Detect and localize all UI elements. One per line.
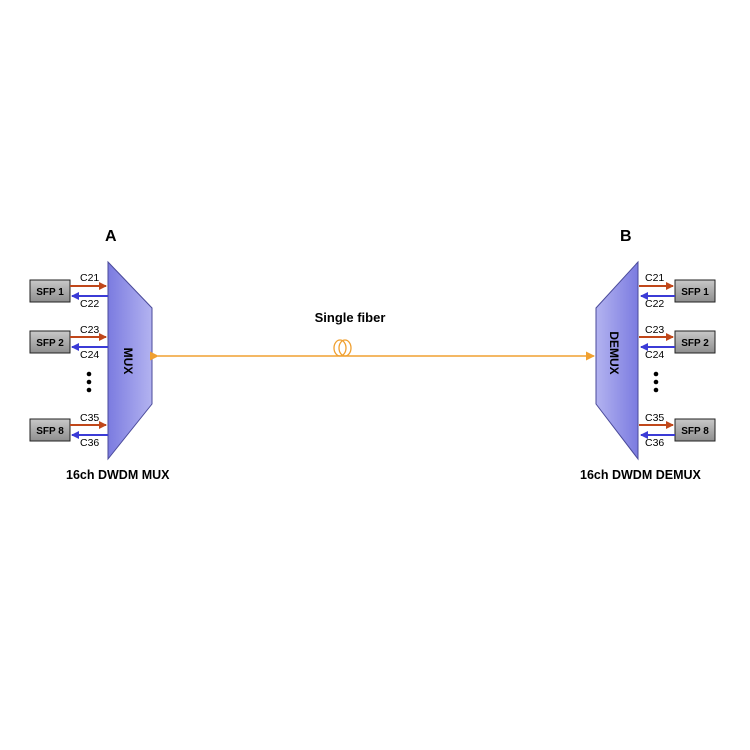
fiber-coil-icon: [333, 339, 352, 357]
site-b-caption: 16ch DWDM DEMUX: [580, 468, 702, 482]
site-a-sfp-2-label: SFP 2: [36, 338, 64, 349]
site-b-sfp-2-label: SFP 2: [681, 338, 709, 349]
site-b-ch-c21: C21: [645, 272, 664, 284]
demux-device: [595, 260, 639, 461]
site-a-caption: 16ch DWDM MUX: [66, 468, 170, 482]
site-b-ch-c23: C23: [645, 324, 664, 336]
site-a-ellipsis: [86, 371, 92, 393]
site-b-ch-c35: C35: [645, 412, 664, 424]
site-b-sfp-8: [674, 418, 716, 442]
site-a-ch-c35: C35: [80, 412, 99, 424]
site-a-sfp-2: [29, 330, 71, 354]
site-b-ch-c24: C24: [645, 349, 664, 361]
site-b-sfp-1-label: SFP 1: [681, 287, 709, 298]
site-b-label: B: [620, 228, 632, 245]
site-a-ch-c36: C36: [80, 437, 99, 449]
mux-label: MUX: [121, 348, 135, 375]
site-b-sfp-1: [674, 279, 716, 303]
site-a-sfp-1: [29, 279, 71, 303]
site-a-ch-c21: C21: [80, 272, 99, 284]
site-a-ch-c23: C23: [80, 324, 99, 336]
site-b-ellipsis: [653, 371, 659, 393]
site-b-ch-c36: C36: [645, 437, 664, 449]
site-b-sfp-8-label: SFP 8: [681, 426, 709, 437]
fiber-label: Single fiber: [315, 310, 386, 325]
site-a-sfp-8: [29, 418, 71, 442]
demux-label: DEMUX: [607, 331, 621, 374]
site-a-sfp-1-label: SFP 1: [36, 287, 64, 298]
site-a-ch-c24: C24: [80, 349, 99, 361]
site-b-sfp-2: [674, 330, 716, 354]
site-a-sfp-8-label: SFP 8: [36, 426, 64, 437]
site-b-ch-c22: C22: [645, 298, 664, 310]
mux-device: [107, 260, 153, 461]
site-a-label: A: [105, 228, 117, 245]
site-a-ch-c22: C22: [80, 298, 99, 310]
